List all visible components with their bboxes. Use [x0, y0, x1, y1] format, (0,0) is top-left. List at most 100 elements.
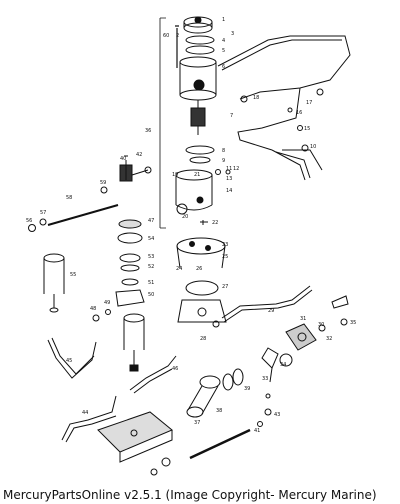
image-caption: MercuryPartsOnline v2.5.1 (Image Copyrig…	[3, 488, 377, 502]
callout-23: 23	[222, 242, 228, 248]
relay-screw	[301, 144, 309, 152]
callout-14: 14	[226, 188, 232, 194]
wiring-harness	[217, 35, 351, 181]
rod-cap	[100, 186, 108, 194]
motor-frame	[179, 56, 217, 101]
reservoir-ring	[117, 232, 143, 244]
callout-38: 38	[216, 408, 222, 414]
callout-33: 33	[262, 376, 268, 382]
manual-release-valve	[119, 155, 152, 182]
motor-end-cap	[183, 16, 213, 34]
pump-body	[175, 169, 213, 215]
callout-18: 18	[253, 95, 259, 101]
callout-41: 41	[254, 428, 260, 434]
o-ring-a	[185, 35, 215, 45]
rod-nut-a	[28, 224, 36, 232]
o-ring-b	[185, 45, 215, 55]
reservoir-cap	[118, 219, 142, 229]
callout-16: 16	[296, 110, 302, 116]
callout-22: 22	[212, 220, 218, 226]
callout-56: 56	[26, 218, 32, 224]
pin-end-nut	[161, 457, 171, 467]
callout-1: 1	[222, 17, 225, 23]
callout-52: 52	[148, 264, 154, 270]
callout-59: 59	[100, 180, 106, 186]
washer-41	[257, 421, 263, 427]
grease-fitting	[264, 408, 272, 416]
hydraulic-line-29	[221, 285, 311, 319]
armature	[190, 100, 206, 135]
callout-43: 43	[274, 412, 280, 418]
callout-10: 10	[310, 144, 316, 150]
callout-40: 40	[120, 156, 126, 162]
callout-49: 49	[104, 300, 110, 306]
hose-44	[61, 395, 117, 441]
exploded-parts-diagram: 1 2 3 4 5 6 7 8 9 10 11 12 13 14 15 16 1…	[26, 16, 356, 476]
callout-47: 47	[148, 218, 154, 224]
callout-57: 57	[40, 210, 46, 216]
callout-46: 46	[172, 366, 178, 372]
callout-60: 60	[163, 33, 169, 39]
callout-27: 27	[222, 284, 228, 290]
callout-42: 42	[136, 152, 142, 158]
callout-51: 51	[148, 280, 154, 286]
through-bolt	[175, 25, 179, 68]
o-ring-d	[121, 278, 139, 286]
callout-11: 11	[226, 166, 232, 172]
shaft-piece	[261, 347, 293, 383]
bolt-49	[105, 309, 111, 315]
callout-6: 6	[222, 64, 225, 70]
pivot-pin	[189, 428, 251, 460]
tilt-rod	[47, 204, 119, 226]
hose-45	[47, 339, 97, 379]
valve-body	[176, 237, 226, 269]
callout-45: 45	[66, 358, 72, 364]
callout-48: 48	[90, 306, 96, 312]
callout-7: 7	[230, 113, 233, 119]
hose-45b	[51, 337, 95, 375]
callout-15: 15	[304, 126, 310, 132]
bolt-48	[92, 314, 100, 322]
trim-cylinder	[123, 313, 145, 372]
callout-5: 5	[222, 48, 225, 54]
callout-19: 19	[172, 172, 178, 178]
seal-ring	[189, 156, 211, 164]
mount-bracket	[97, 411, 173, 463]
terminal-nut	[215, 169, 221, 175]
callout-12: 12	[233, 166, 239, 172]
callout-25: 25	[222, 254, 228, 260]
callout-36: 36	[145, 128, 151, 134]
callout-55: 55	[70, 272, 76, 278]
hose-46b	[133, 368, 173, 394]
hose-46	[129, 355, 177, 391]
cylinder-ring-a	[222, 373, 234, 391]
pump-base	[177, 299, 227, 328]
callout-37: 37	[194, 420, 200, 426]
callout-29: 29	[268, 308, 274, 314]
fitting-a	[331, 295, 349, 309]
callout-3: 3	[231, 31, 234, 37]
shock-absorber	[43, 253, 65, 313]
callout-2: 2	[176, 33, 179, 39]
o-ring-c	[120, 264, 140, 272]
pin-bushing	[150, 468, 158, 476]
manifold	[285, 323, 317, 351]
washer-small	[225, 169, 231, 175]
fitting-b	[340, 318, 348, 326]
callout-53: 53	[148, 254, 154, 260]
callout-32: 32	[326, 336, 332, 342]
callout-8: 8	[222, 148, 225, 154]
callout-54: 54	[148, 236, 154, 242]
filter-screen	[119, 253, 141, 263]
callout-24: 24	[176, 266, 182, 272]
cotter-pin	[265, 393, 271, 399]
callout-50: 50	[148, 292, 154, 298]
callout-35: 35	[350, 320, 356, 326]
callout-30: 30	[318, 322, 324, 328]
rod-nut-b	[39, 218, 47, 226]
callout-13: 13	[226, 176, 232, 182]
cylinder-ring-b	[232, 368, 244, 386]
fitting-c	[318, 324, 326, 332]
callout-39: 39	[244, 386, 250, 392]
hydraulic-line-29b	[223, 289, 313, 323]
